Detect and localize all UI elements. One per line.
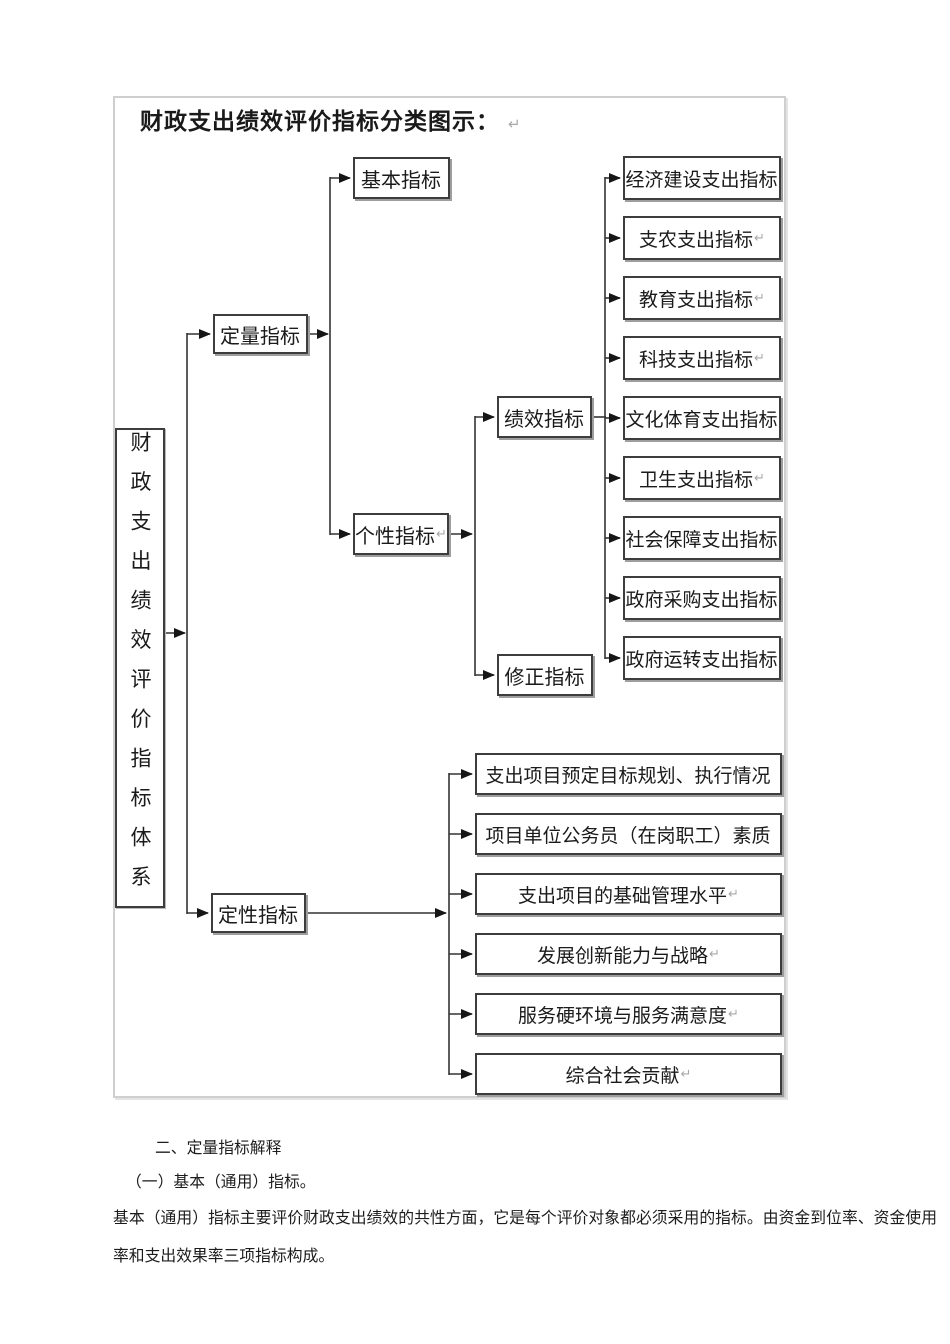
node-quantitative: 定量指标 (213, 314, 308, 354)
node-label: 修正指标 (504, 666, 585, 689)
notes-paragraph: 基本（通用）指标主要评价财政支出绩效的共性方面，它是每个评价对象都必须采用的指标… (113, 1210, 937, 1265)
node-label: 定性指标 (218, 904, 298, 927)
node-staff-quality: 项目单位公务员（在岗职工）素质 (475, 813, 782, 855)
node-qualitative: 定性指标 (211, 893, 306, 933)
paragraph-mark-icon: ↵ (728, 886, 739, 902)
node-root-system: 财政支出绩效评价指标体系 (115, 428, 165, 908)
node-label: 绩效指标 (504, 408, 584, 431)
paragraph-mark-icon: ↵ (436, 526, 447, 542)
node-label: 政府运转支出指标 (625, 649, 778, 671)
node-label: 支出项目预定目标规划、执行情况 (485, 765, 771, 787)
notes-heading-2: （一）基本（通用）指标。 (126, 1174, 316, 1191)
notes-section: 二、定量指标解释 （一）基本（通用）指标。 基本（通用）指标主要评价财政支出绩效… (113, 1132, 937, 1276)
node-correction-indicators: 修正指标 (497, 654, 593, 696)
node-label: 项目单位公务员（在岗职工）素质 (485, 825, 771, 847)
node-performance-indicators: 绩效指标 (497, 396, 592, 438)
node-label: 支出项目的基础管理水平 (518, 885, 728, 907)
node-innovation-strategy: 发展创新能力与战略↵ (475, 933, 782, 975)
node-government-operation: 政府运转支出指标 (623, 636, 781, 680)
page-title-text: 财政支出绩效评价指标分类图示： (140, 109, 500, 134)
node-label: 经济建设支出指标 (625, 169, 778, 191)
node-health: 卫生支出指标↵ (623, 456, 781, 500)
node-economic-construction: 经济建设支出指标 (623, 156, 781, 200)
node-agriculture-support: 支农支出指标↵ (623, 216, 781, 260)
node-root-label: 财政支出绩效评价指标体系 (128, 431, 152, 905)
paragraph-mark-icon: ↵ (754, 350, 765, 366)
node-individual-indicators: 个性指标↵ (353, 513, 449, 555)
paragraph-mark-icon: ↵ (754, 290, 765, 306)
paragraph-mark-icon: ↵ (709, 946, 720, 962)
node-label: 基本指标 (361, 169, 441, 192)
node-label: 服务硬环境与服务满意度 (518, 1005, 728, 1027)
paragraph-mark-icon: ↵ (754, 470, 765, 486)
node-label: 政府采购支出指标 (625, 589, 778, 611)
node-culture-sports: 文化体育支出指标 (623, 396, 781, 440)
node-label: 文化体育支出指标 (625, 409, 778, 431)
node-label: 个性指标 (355, 525, 436, 548)
node-label: 社会保障支出指标 (625, 529, 778, 551)
node-label: 支农支出指标 (639, 229, 754, 251)
node-label: 综合社会贡献 (565, 1065, 680, 1087)
node-education: 教育支出指标↵ (623, 276, 781, 320)
node-government-procurement: 政府采购支出指标 (623, 576, 781, 620)
paragraph-mark-icon: ↵ (680, 1066, 692, 1082)
page-title: 财政支出绩效评价指标分类图示： ↵ (140, 102, 522, 136)
node-science-technology: 科技支出指标↵ (623, 336, 781, 380)
node-label: 定量指标 (220, 325, 300, 348)
node-basic-management-level: 支出项目的基础管理水平↵ (475, 873, 782, 915)
notes-heading-1: 二、定量指标解释 (155, 1140, 282, 1157)
node-basic-indicators: 基本指标 (353, 157, 450, 199)
node-label: 卫生支出指标 (639, 469, 754, 491)
node-label: 教育支出指标 (639, 289, 754, 311)
node-label: 发展创新能力与战略 (537, 945, 709, 967)
node-comprehensive-social-contribution: 综合社会贡献↵ (475, 1053, 782, 1095)
paragraph-mark-icon: ↵ (728, 1006, 739, 1022)
node-project-goal-planning: 支出项目预定目标规划、执行情况 (475, 753, 782, 795)
node-label: 科技支出指标 (639, 349, 754, 371)
node-service-environment-satisfaction: 服务硬环境与服务满意度↵ (475, 993, 782, 1035)
node-social-security: 社会保障支出指标 (623, 516, 781, 560)
paragraph-mark-icon: ↵ (508, 115, 522, 133)
paragraph-mark-icon: ↵ (754, 230, 765, 246)
